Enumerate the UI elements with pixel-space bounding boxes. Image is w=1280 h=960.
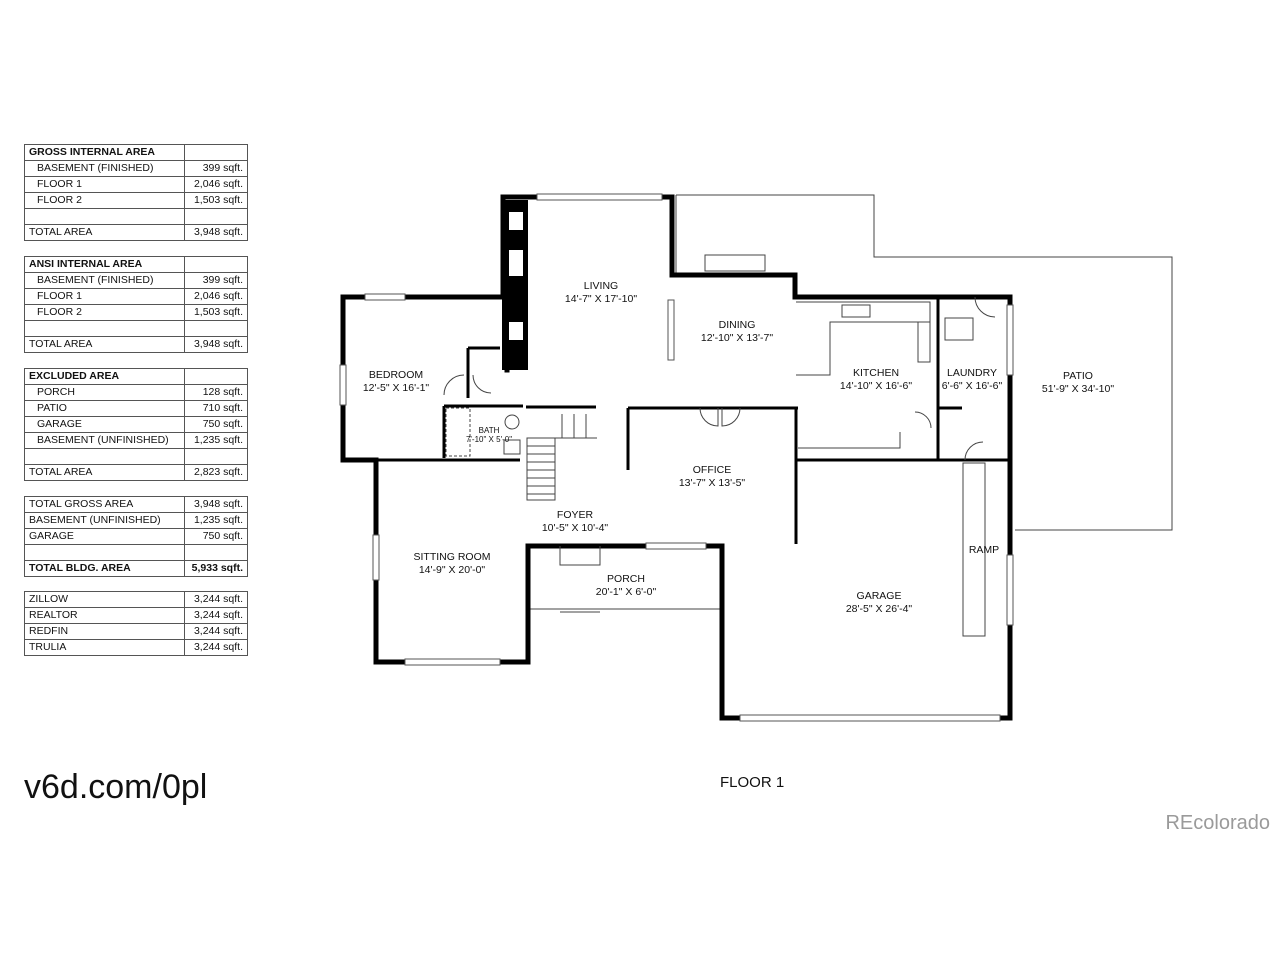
room-kitchen: KITCHEN 14'-10" X 16'-6" <box>840 367 912 392</box>
row-value: 1,235 sqft. <box>184 512 248 529</box>
room-dims: 7'-10" X 5'-0" <box>466 435 512 444</box>
room-dims: 51'-9" X 34'-10" <box>1042 383 1114 395</box>
interior-walls <box>343 297 1010 544</box>
room-bath: BATH 7'-10" X 5'-0" <box>466 426 512 444</box>
room-name: FOYER <box>557 509 594 521</box>
row-value: 2,046 sqft. <box>184 176 248 193</box>
room-dims: 14'-9" X 20'-0" <box>419 564 486 576</box>
room-laundry: LAUNDRY 6'-6" X 16'-6" <box>942 367 1003 392</box>
room-name: PORCH <box>607 573 645 585</box>
ramp-outline <box>962 462 986 637</box>
room-name: LAUNDRY <box>947 367 997 379</box>
room-bedroom: BEDROOM 12'-5" X 16'-1" <box>363 369 430 394</box>
stairs <box>526 414 597 501</box>
room-dims: 6'-6" X 16'-6" <box>942 380 1003 392</box>
row-value: 3,244 sqft. <box>184 639 248 656</box>
room-name: BEDROOM <box>369 369 423 381</box>
kitchen-counters <box>704 254 974 449</box>
row-value: 2,823 sqft. <box>184 464 248 481</box>
room-office: OFFICE 13'-7" X 13'-5" <box>679 464 746 489</box>
windows <box>339 193 1014 722</box>
room-foyer: FOYER 10'-5" X 10'-4" <box>542 509 609 534</box>
room-dining: DINING 12'-10" X 13'-7" <box>701 319 773 344</box>
table-row: BASEMENT (UNFINISHED)1,235 sqft. <box>24 512 248 529</box>
room-patio: PATIO 51'-9" X 34'-10" <box>1042 370 1114 395</box>
table-row: BASEMENT (FINISHED)399 sqft. <box>24 160 248 177</box>
room-name: RAMP <box>969 544 999 556</box>
room-living: LIVING 14'-7" X 17'-10" <box>565 280 637 305</box>
room-name: BATH <box>479 426 500 435</box>
row-value: 710 sqft. <box>184 400 248 417</box>
room-name: SITTING ROOM <box>414 551 491 563</box>
room-name: DINING <box>719 319 756 331</box>
row-value: 5,933 sqft. <box>184 560 248 577</box>
row-value: 3,948 sqft. <box>184 496 248 513</box>
room-dims: 12'-5" X 16'-1" <box>363 382 430 394</box>
room-ramp: RAMP <box>969 544 999 556</box>
fireplace <box>502 200 528 370</box>
row-label: TOTAL AREA <box>24 224 185 241</box>
row-value: 2,046 sqft. <box>184 288 248 305</box>
floor-label: FLOOR 1 <box>720 774 785 791</box>
room-dims: 10'-5" X 10'-4" <box>542 522 609 534</box>
table-title: ANSI INTERNAL AREA <box>24 256 185 273</box>
brand-watermark: REcolorado <box>1165 812 1270 834</box>
room-garage: GARAGE 28'-5" X 26'-4" <box>846 590 913 615</box>
room-name: KITCHEN <box>853 367 899 379</box>
room-dims: 12'-10" X 13'-7" <box>701 332 773 344</box>
room-porch: PORCH 20'-1" X 6'-0" <box>596 573 657 598</box>
room-dims: 28'-5" X 26'-4" <box>846 603 913 615</box>
room-sitting-room: SITTING ROOM 14'-9" X 20'-0" <box>414 551 491 576</box>
doors <box>443 296 996 613</box>
room-dims: 13'-7" X 13'-5" <box>679 477 746 489</box>
row-value: 3,948 sqft. <box>184 336 248 353</box>
bath-fixtures <box>445 407 521 457</box>
table-header-row: ANSI INTERNAL AREA <box>24 256 248 273</box>
room-labels: LIVING 14'-7" X 17'-10" DINING 12'-10" X… <box>363 280 1115 615</box>
room-dims: 14'-7" X 17'-10" <box>565 293 637 305</box>
room-name: GARAGE <box>857 590 902 602</box>
row-value: 3,948 sqft. <box>184 224 248 241</box>
room-dims: 14'-10" X 16'-6" <box>840 380 912 392</box>
room-name: PATIO <box>1063 370 1093 382</box>
row-label: TOTAL AREA <box>24 464 185 481</box>
row-value: 1,503 sqft. <box>184 192 248 209</box>
listing-url[interactable]: v6d.com/0pl <box>24 768 208 806</box>
room-name: OFFICE <box>693 464 732 476</box>
row-label: TOTAL AREA <box>24 336 185 353</box>
row-label: BASEMENT (UNFINISHED) <box>24 512 185 529</box>
row-value: 3,244 sqft. <box>184 623 248 640</box>
room-dims: 20'-1" X 6'-0" <box>596 586 657 598</box>
room-name: LIVING <box>584 280 618 292</box>
patio-outline <box>675 194 1173 531</box>
row-label: TOTAL BLDG. AREA <box>24 560 185 577</box>
